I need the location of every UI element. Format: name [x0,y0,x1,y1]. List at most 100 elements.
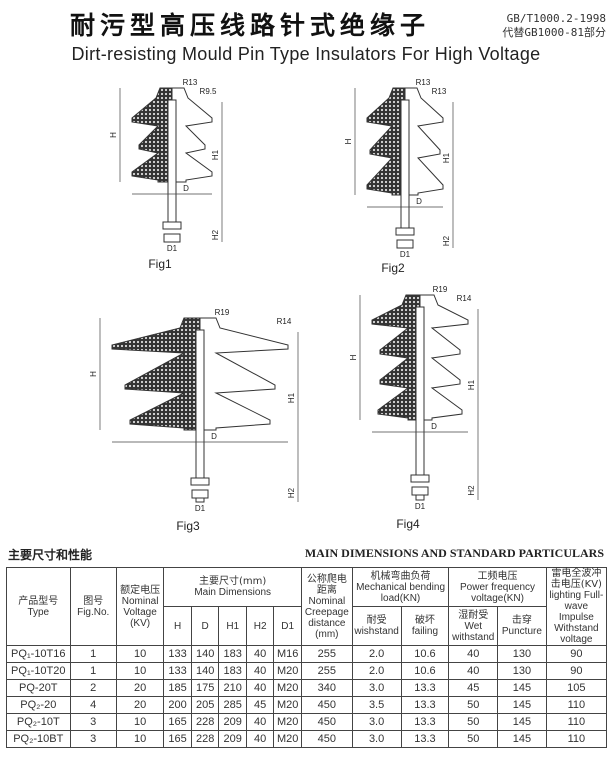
table-cell: 50 [448,713,499,731]
label-h1: H1 [467,379,476,390]
insulator-section-hatched [371,294,421,421]
header-h: H [163,606,192,646]
table-cell: 255 [301,662,353,680]
figure-caption: Fig4 [396,517,420,531]
header-h1: H1 [218,606,248,646]
table-cell: 10 [115,713,165,731]
label-radius-top: R13 [416,78,431,87]
nut [191,489,209,499]
table-cell: 285 [218,696,248,714]
table-cell: 175 [190,679,220,697]
table-cell: PQ-20T [6,679,71,697]
table-cell: 40 [246,662,275,680]
table-cell: 3 [69,730,117,748]
table-cell: M20 [273,696,302,714]
table-cell: 13.3 [400,696,450,714]
table-cell: 3 [69,713,117,731]
label-d: D [211,432,217,441]
table-cell: 110 [545,730,608,748]
table-cell: 209 [218,713,248,731]
table-cell: 90 [545,662,608,680]
table-cell: 145 [497,730,547,748]
insulator-section-hatched [131,87,173,183]
table-cell: 10 [115,730,165,748]
label-radius-side: R9.5 [200,87,217,96]
insulator-section-hatched [366,87,406,196]
table-cell: M20 [273,713,302,731]
table-cell: 2.0 [351,645,402,663]
table-cell: 10 [115,645,165,663]
label-h: H [344,138,353,144]
table-cell: 40 [246,730,275,748]
table-cell: 50 [448,730,499,748]
label-h2: H2 [442,235,451,246]
table-cell: 105 [545,679,608,697]
table-cell: 185 [163,679,192,697]
label-radius-side: R14 [277,317,292,326]
table-cell: 3.5 [351,696,402,714]
header-impulse: 雷电全波冲击电压(KV)lighting Full-wave Impulse W… [545,567,608,646]
table-cell: 133 [163,662,192,680]
table-cell: 165 [163,713,192,731]
table-cell: 450 [301,730,353,748]
table-cell: 40 [448,645,499,663]
table-cell: 228 [190,730,220,748]
table-cell: 140 [190,662,220,680]
label-h: H [109,132,118,138]
table-cell: 45 [246,696,275,714]
table-cell: PQ₂-20 [6,696,71,714]
pin-thread [415,494,425,501]
table-cell: 13.3 [400,679,450,697]
title-chinese: 耐污型高压线路针式绝缘子 [69,11,430,40]
table-cell: 205 [190,696,220,714]
nut [162,221,182,230]
table-cell: 40 [246,645,275,663]
label-radius-top: R19 [215,308,230,317]
title-english: Dirt-resisting Mould Pin Type Insulators… [71,44,541,64]
label-d1: D1 [167,244,178,253]
table-cell: 228 [190,713,220,731]
table-cell: 110 [545,713,608,731]
table-cell: 1 [69,662,117,680]
table-cell: 145 [497,696,547,714]
table-cell: 3.0 [351,713,402,731]
table-cell: 40 [246,713,275,731]
steel-pin [400,99,410,229]
table-cell: 40 [246,679,275,697]
label-d1: D1 [400,250,411,259]
table-cell: 20 [115,679,165,697]
table-cell: 450 [301,713,353,731]
table-cell: 90 [545,645,608,663]
table-cell: 13.3 [400,730,450,748]
steel-pin [415,306,425,476]
table-cell: 13.3 [400,713,450,731]
nut [163,233,181,243]
table-cell: PQ₁-10T16 [6,645,71,663]
pin-thread [195,497,205,503]
table-cell: 110 [545,696,608,714]
table-cell: M20 [273,662,302,680]
table-cell: 4 [69,696,117,714]
table-cell: 183 [218,645,248,663]
table-cell: 209 [218,730,248,748]
table-cell: 3.0 [351,730,402,748]
label-h2: H2 [211,229,220,240]
label-d: D [183,184,189,193]
insulator-outline [404,87,444,196]
label-radius-top: R13 [183,78,198,87]
table-cell: 130 [497,645,547,663]
table-cell: 2.0 [351,662,402,680]
table-cell: M20 [273,730,302,748]
label-d1: D1 [195,504,206,513]
nut [411,486,429,496]
header-dimensions: 主要尺寸(mm)Main Dimensions [163,567,302,607]
